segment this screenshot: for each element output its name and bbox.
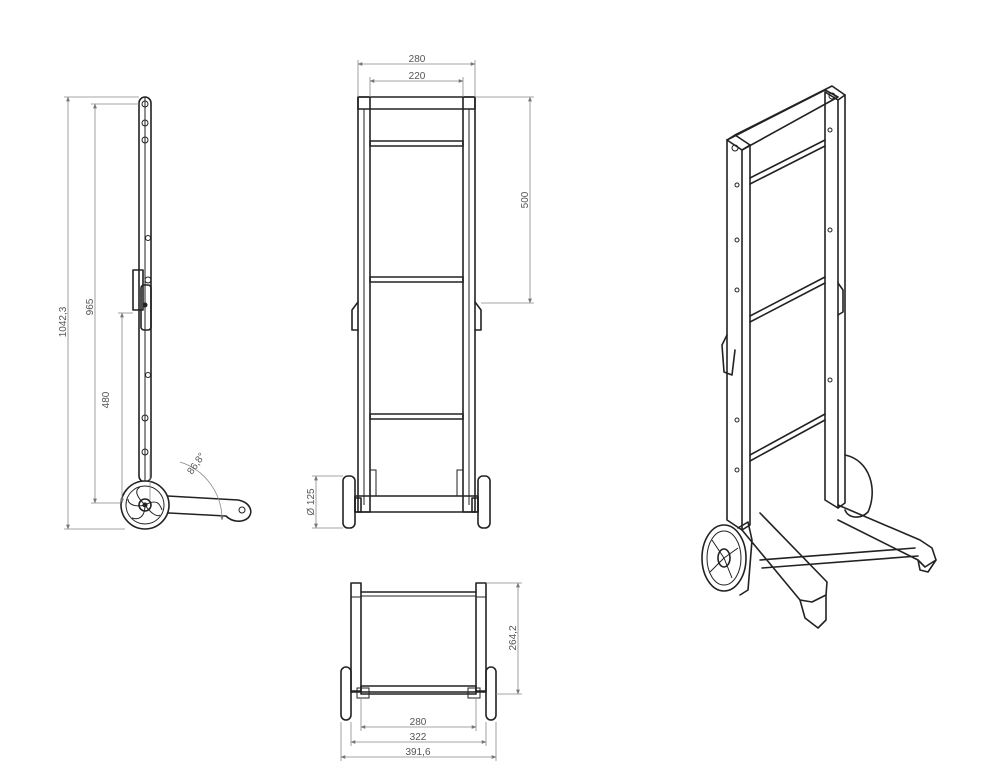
side-wheel (120, 480, 170, 530)
inner-width-dim: 220 (409, 71, 426, 82)
wheel-diameter-dim: Ø 125 (306, 488, 317, 516)
isometric-view (701, 85, 937, 629)
base-angle-dim: 86,8° (185, 451, 207, 477)
top-inner-width-dim: 280 (410, 717, 427, 728)
top-overall-width-dim: 391,6 (405, 747, 430, 758)
top-left-wheel (340, 666, 352, 721)
front-right-wheel (477, 475, 491, 529)
front-left-wheel (342, 475, 356, 529)
lower-height-dim: 480 (101, 391, 112, 408)
iso-wheel (701, 521, 753, 596)
upper-height-dim: 500 (520, 191, 531, 208)
front-view: 280 220 500 Ø 125 (306, 54, 534, 529)
total-height-dim: 1042,3 (58, 306, 69, 337)
top-view: 264,2 280 322 391,6 (340, 582, 522, 761)
axle-width-dim: 322 (410, 732, 427, 743)
side-view: 1042,3 965 480 86,8° (58, 96, 252, 530)
depth-dim: 264,2 (508, 625, 519, 650)
overall-width-dim: 280 (409, 54, 426, 65)
handle-height-dim: 965 (85, 298, 96, 315)
top-right-wheel (485, 666, 497, 721)
